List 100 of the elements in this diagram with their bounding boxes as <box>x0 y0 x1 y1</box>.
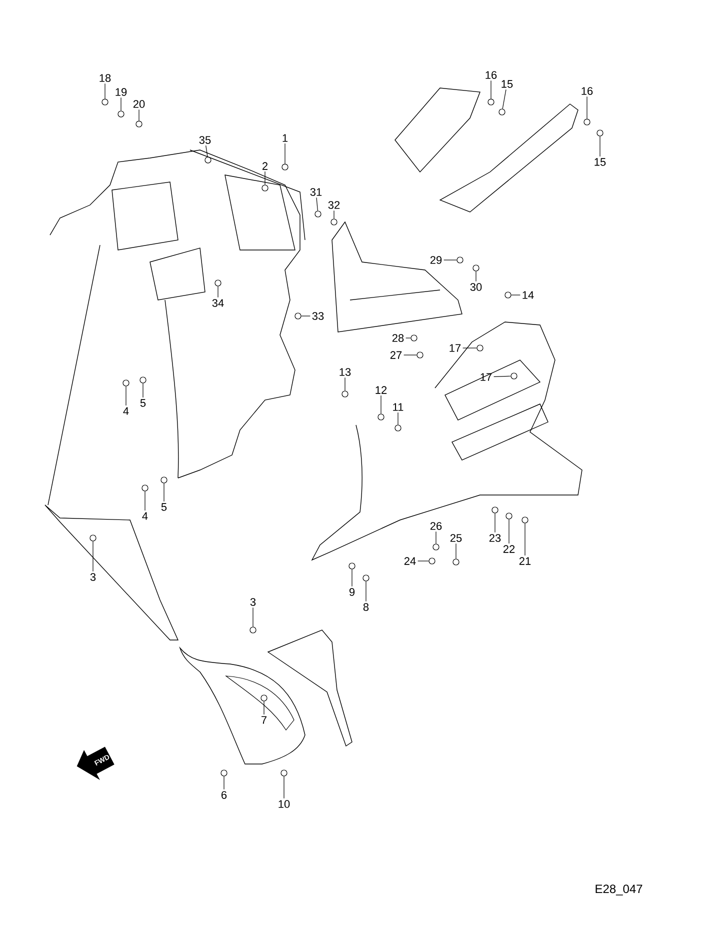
fastener <box>410 334 418 342</box>
callout-number: 23 <box>489 534 501 542</box>
leader-line <box>138 109 140 121</box>
callout-number: 22 <box>503 545 515 553</box>
leader-line <box>502 89 506 110</box>
callout-number: 2 <box>262 162 268 170</box>
leader-line <box>344 377 346 391</box>
callout-number: 4 <box>142 512 148 520</box>
fastener <box>262 184 268 192</box>
fastener <box>476 344 484 352</box>
callout-number: 18 <box>100 74 111 82</box>
fastener <box>160 476 168 484</box>
fastener <box>294 312 302 320</box>
fastener <box>250 626 256 634</box>
leader-line <box>92 541 94 572</box>
callout-number: 16 <box>486 71 497 79</box>
fastener <box>504 292 512 298</box>
callout-number: 6 <box>222 791 227 799</box>
leader-line <box>104 83 106 99</box>
leader-line <box>490 80 492 99</box>
fastener <box>378 414 384 420</box>
callout-number: 16 <box>582 87 593 95</box>
callout-number: 1 <box>282 134 288 142</box>
callout-number: 3 <box>250 598 256 606</box>
fastener <box>204 156 212 164</box>
leader-line <box>380 395 382 414</box>
callout-number: 7 <box>262 716 266 724</box>
callout-number: 29 <box>430 256 442 264</box>
callout-number: 17 <box>450 344 461 352</box>
callout-number: 12 <box>376 386 387 394</box>
fastener <box>596 130 604 136</box>
callout-number: 5 <box>161 503 167 511</box>
fastener <box>472 264 480 272</box>
leader-line <box>494 376 511 378</box>
callout-number: 11 <box>393 403 404 411</box>
fastener <box>282 164 288 170</box>
callout-number: 27 <box>390 351 402 359</box>
leader-line <box>404 354 417 356</box>
fastener <box>416 352 424 358</box>
leader-line <box>418 560 429 562</box>
callout-number: 9 <box>349 588 355 596</box>
fastener <box>498 108 506 116</box>
fastener <box>488 98 494 106</box>
leader-line <box>511 294 520 296</box>
callout-number: 15 <box>502 80 513 88</box>
fastener <box>220 770 228 776</box>
leader-line <box>316 197 318 212</box>
leader-line <box>144 491 146 511</box>
leader-line <box>206 145 208 158</box>
fastener <box>118 110 124 118</box>
callout-number: 26 <box>430 522 442 530</box>
leader-line <box>120 97 122 112</box>
callout-number: 31 <box>310 188 322 196</box>
fastener <box>102 98 108 106</box>
leader-line <box>284 143 286 164</box>
callout-number: 4 <box>123 407 129 415</box>
fastener <box>510 372 518 380</box>
leader-line <box>142 383 144 398</box>
leader-line <box>252 607 254 627</box>
fastener <box>342 390 348 398</box>
callout-number: 5 <box>140 399 146 407</box>
fastener <box>90 534 96 542</box>
fastener <box>456 256 464 264</box>
fastener <box>348 562 356 570</box>
callout-number: 30 <box>470 283 482 291</box>
fastener <box>428 558 436 564</box>
callout-number: 13 <box>340 368 351 376</box>
callout-number: 14 <box>522 291 534 299</box>
leader-line <box>524 523 526 556</box>
callout-number: 10 <box>278 800 290 808</box>
fastener <box>142 484 148 492</box>
fastener <box>122 380 130 386</box>
fastener <box>280 770 288 776</box>
leader-line <box>494 513 496 533</box>
callout-number: 24 <box>404 557 416 565</box>
callout-number: 15 <box>594 158 606 166</box>
callout-number: 28 <box>392 334 404 342</box>
callout-number: 32 <box>328 201 340 209</box>
callout-number: 3 <box>90 573 96 581</box>
fastener <box>452 558 460 566</box>
callout-number: 20 <box>133 100 145 108</box>
fastener <box>330 218 338 226</box>
fastener <box>140 376 146 384</box>
fastener <box>432 544 440 550</box>
callout-number: 25 <box>450 534 462 542</box>
leader-line <box>264 171 266 186</box>
callout-number: 8 <box>363 603 369 611</box>
fastener <box>506 512 512 520</box>
callout-number: 19 <box>116 88 127 96</box>
fastener <box>522 516 528 524</box>
callout-number: 33 <box>312 312 324 320</box>
fastener <box>394 424 402 432</box>
fastener <box>492 506 498 514</box>
callout-number: 35 <box>199 136 211 144</box>
fastener <box>584 118 590 126</box>
fastener <box>362 574 370 582</box>
fastener <box>136 120 142 128</box>
leader-line <box>586 96 588 119</box>
fastener <box>314 210 322 218</box>
fastener <box>260 694 268 702</box>
